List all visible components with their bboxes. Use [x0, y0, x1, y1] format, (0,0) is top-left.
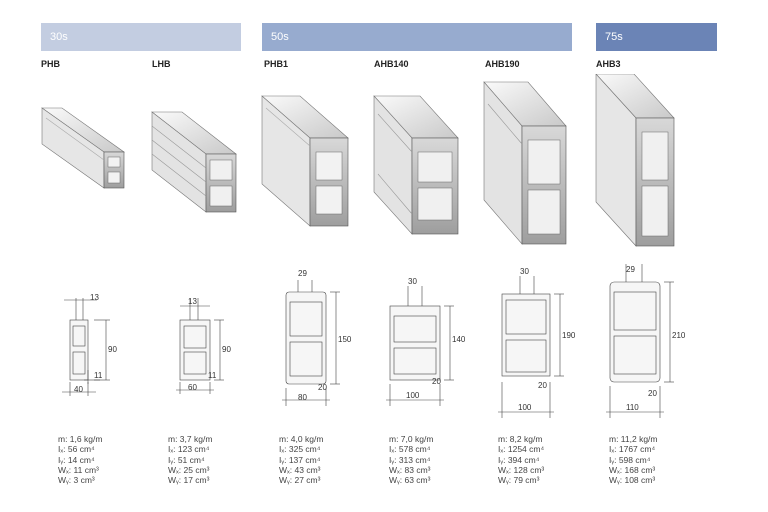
profile-name-lhb: LHB	[152, 59, 171, 69]
spec-ix: Iₓ: 123 cm⁴	[168, 444, 210, 455]
dim-height: 190	[562, 331, 576, 340]
spec-iy: Iᵧ: 598 cm⁴	[609, 454, 651, 465]
profile-name-ahb190: AHB190	[485, 59, 520, 69]
profile-image-lhb	[151, 111, 237, 213]
dim-web: 20	[432, 377, 441, 386]
spec-list-phb: m: 1,6 kg/m Iₓ: 56 cm⁴ Iᵧ: 14 cm⁴ Wₓ: 11…	[58, 434, 168, 485]
spec-wy: Wᵧ: 17 cm³	[168, 475, 210, 486]
dim-width: 100	[518, 403, 532, 412]
dim-height: 140	[452, 335, 466, 344]
profile-image-ahb140	[373, 95, 459, 235]
dim-width: 80	[298, 393, 307, 402]
spec-wy: Wᵧ: 3 cm³	[58, 475, 95, 486]
section-drawing-phb: 13 90 11 40	[62, 293, 117, 396]
series-band-50s: 50s	[262, 23, 572, 51]
spec-ix: Iₓ: 1254 cm⁴	[498, 444, 545, 455]
spec-list-lhb: m: 3,7 kg/m Iₓ: 123 cm⁴ Iᵧ: 51 cm⁴ Wₓ: 2…	[168, 434, 278, 485]
profile-name-ahb140: AHB140	[374, 59, 409, 69]
spec-mass: m: 11,2 kg/m	[609, 434, 658, 444]
dim-width: 100	[406, 391, 420, 400]
profile-name-phb1: PHB1	[264, 59, 289, 69]
spec-wx: Wₓ: 43 cm³	[279, 464, 321, 475]
dim-height: 210	[672, 331, 686, 340]
spec-mass: m: 4,0 kg/m	[279, 434, 324, 444]
dim-web: 11	[208, 371, 217, 380]
spec-wx: Wₓ: 83 cm³	[389, 464, 431, 475]
spec-iy: Iᵧ: 313 cm⁴	[389, 454, 431, 465]
dim-width: 40	[74, 385, 83, 394]
series-band-label: 75s	[605, 31, 623, 43]
spec-mass: m: 7,0 kg/m	[389, 434, 434, 444]
spec-wy: Wᵧ: 63 cm³	[389, 475, 431, 486]
dim-height: 90	[108, 345, 117, 354]
series-band-30s: 30s	[41, 23, 241, 51]
spec-wx: Wₓ: 11 cm³	[58, 464, 99, 475]
series-band-label: 30s	[50, 31, 68, 43]
dim-web: 11	[94, 371, 103, 380]
spec-mass: m: 1,6 kg/m	[58, 434, 103, 444]
profile-image-ahb190	[483, 81, 567, 245]
dim-height: 150	[338, 335, 352, 344]
profile-name-phb: PHB	[41, 59, 61, 69]
spec-ix: Iₓ: 578 cm⁴	[389, 444, 431, 455]
spec-wy: Wᵧ: 108 cm³	[609, 475, 656, 486]
spec-list-ahb140: m: 7,0 kg/m Iₓ: 578 cm⁴ Iᵧ: 313 cm⁴ Wₓ: …	[389, 434, 499, 485]
spec-mass: m: 3,7 kg/m	[168, 434, 213, 444]
spec-iy: Iᵧ: 14 cm⁴	[58, 454, 95, 465]
spec-iy: Iᵧ: 394 cm⁴	[498, 454, 540, 465]
spec-mass: m: 8,2 kg/m	[498, 434, 543, 444]
spec-wy: Wᵧ: 79 cm³	[498, 475, 540, 486]
dim-top: 30	[408, 277, 417, 286]
spec-wy: Wᵧ: 27 cm³	[279, 475, 321, 486]
section-drawing-ahb190: 30 190 20 100	[498, 267, 576, 418]
dim-top: 30	[520, 267, 529, 276]
spec-ix: Iₓ: 1767 cm⁴	[609, 444, 656, 455]
dim-web: 20	[538, 381, 547, 390]
profile-name-ahb3: AHB3	[596, 59, 621, 69]
dim-top: 29	[298, 269, 307, 278]
spec-list-ahb190: m: 8,2 kg/m Iₓ: 1254 cm⁴ Iᵧ: 394 cm⁴ Wₓ:…	[498, 434, 608, 485]
spec-iy: Iᵧ: 137 cm⁴	[279, 454, 321, 465]
spec-list-ahb3: m: 11,2 kg/m Iₓ: 1767 cm⁴ Iᵧ: 598 cm⁴ Wₓ…	[609, 434, 719, 485]
spec-iy: Iᵧ: 51 cm⁴	[168, 454, 205, 465]
series-band-label: 50s	[271, 31, 289, 43]
spec-wx: Wₓ: 168 cm³	[609, 464, 656, 475]
spec-wx: Wₓ: 128 cm³	[498, 464, 545, 475]
series-band-75s: 75s	[596, 23, 717, 51]
dim-web: 20	[318, 383, 327, 392]
dim-width: 110	[626, 403, 639, 412]
spec-ix: Iₓ: 56 cm⁴	[58, 444, 95, 455]
section-drawing-lhb: 13 90 11 60	[176, 297, 231, 394]
spec-ix: Iₓ: 325 cm⁴	[279, 444, 321, 455]
profile-image-ahb3	[595, 74, 675, 247]
section-drawing-ahb140: 30 140 20 100	[386, 277, 466, 406]
section-drawing-ahb3: 29 210 20 110	[606, 264, 686, 418]
dim-top: 13	[188, 297, 197, 306]
dim-top: 29	[626, 265, 635, 274]
dim-web: 20	[648, 389, 657, 398]
spec-wx: Wₓ: 25 cm³	[168, 464, 210, 475]
section-drawing-phb1: 29 150 20 80	[282, 269, 352, 406]
dim-width: 60	[188, 383, 197, 392]
profile-image-phb	[41, 107, 125, 189]
spec-list-phb1: m: 4,0 kg/m Iₓ: 325 cm⁴ Iᵧ: 137 cm⁴ Wₓ: …	[279, 434, 389, 485]
profile-image-phb1	[261, 95, 349, 227]
dim-top: 13	[90, 293, 99, 302]
dim-height: 90	[222, 345, 231, 354]
